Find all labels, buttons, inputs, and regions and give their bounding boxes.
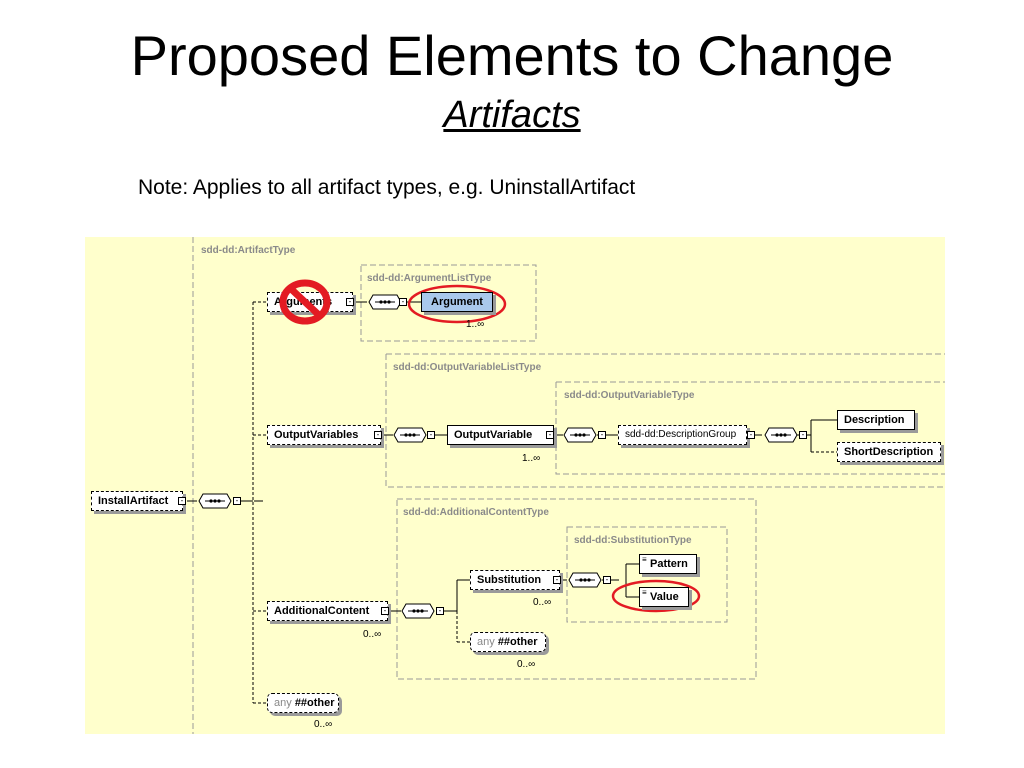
type-label-argument-list: sdd-dd:ArgumentListType: [367, 273, 492, 284]
element-install-artifact[interactable]: InstallArtifact: [91, 491, 183, 511]
expand-collapse-icon[interactable]: -: [346, 298, 354, 306]
element-value-label: Value: [650, 591, 679, 603]
any-prefix: any: [274, 697, 292, 709]
type-label-output-variable-list: sdd-dd:OutputVariableListType: [393, 362, 542, 373]
element-pattern-label: Pattern: [650, 558, 688, 570]
expand-collapse-icon[interactable]: -: [546, 431, 554, 439]
element-output-variables[interactable]: OutputVariables: [267, 425, 381, 445]
sequence-icon: [568, 572, 602, 588]
documentation-icon: ≡: [642, 588, 647, 597]
sequence-icon: [563, 427, 597, 443]
expand-collapse-icon[interactable]: -: [399, 298, 407, 306]
occurrence-additional-content: 0..∞: [363, 629, 382, 640]
element-additional-content[interactable]: AdditionalContent: [267, 601, 388, 621]
element-argument[interactable]: Argument: [421, 292, 493, 312]
type-label-output-variable: sdd-dd:OutputVariableType: [564, 390, 695, 401]
expand-collapse-icon[interactable]: -: [799, 431, 807, 439]
diagram-lines: [187, 237, 945, 734]
occurrence-substitution: 0..∞: [533, 597, 552, 608]
expand-collapse-icon[interactable]: -: [427, 431, 435, 439]
highlight-circle-icon: [611, 579, 701, 613]
expand-collapse-icon[interactable]: -: [381, 607, 389, 615]
slide-note: Note: Applies to all artifact types, e.g…: [138, 176, 636, 199]
element-short-description[interactable]: ShortDescription: [837, 442, 941, 462]
occurrence-argument: 1..∞: [466, 319, 485, 330]
expand-collapse-icon[interactable]: -: [747, 431, 755, 439]
expand-collapse-icon[interactable]: -: [436, 607, 444, 615]
slide-title: Proposed Elements to Change: [130, 24, 894, 87]
element-any-other-inner[interactable]: any ##other: [470, 632, 546, 652]
element-value[interactable]: ≡ Value: [639, 587, 689, 607]
occurrence-any-outer: 0..∞: [314, 719, 333, 730]
group-description[interactable]: sdd-dd:DescriptionGroup: [618, 425, 747, 445]
element-description[interactable]: Description: [837, 410, 915, 430]
schema-diagram: sdd-dd:ArtifactType sdd-dd:ArgumentListT…: [85, 237, 945, 734]
sequence-icon: [401, 603, 435, 619]
expand-collapse-icon[interactable]: -: [553, 576, 561, 584]
element-any-other-outer[interactable]: any ##other: [267, 693, 339, 713]
expand-collapse-icon[interactable]: -: [374, 431, 382, 439]
type-label-artifact: sdd-dd:ArtifactType: [201, 245, 296, 256]
sequence-icon: [198, 493, 232, 509]
sequence-icon: [393, 427, 427, 443]
element-substitution[interactable]: Substitution: [470, 570, 560, 590]
expand-collapse-icon[interactable]: -: [603, 576, 611, 584]
type-label-additional-content: sdd-dd:AdditionalContentType: [403, 507, 549, 518]
expand-collapse-icon[interactable]: -: [598, 431, 606, 439]
slide-subtitle: Artifacts: [443, 94, 581, 136]
expand-collapse-icon[interactable]: -: [178, 497, 186, 505]
occurrence-any-inner: 0..∞: [517, 659, 536, 670]
type-label-substitution: sdd-dd:SubstitutionType: [574, 535, 692, 546]
sequence-icon: [764, 427, 798, 443]
prohibited-icon: [279, 279, 331, 325]
occurrence-output-variable: 1..∞: [522, 453, 541, 464]
element-pattern[interactable]: ≡ Pattern: [639, 554, 697, 574]
highlight-circle-icon: [407, 284, 507, 324]
element-output-variable[interactable]: OutputVariable: [447, 425, 554, 445]
documentation-icon: ≡: [642, 555, 647, 564]
sequence-icon: [368, 294, 402, 310]
any-namespace: ##other: [497, 636, 538, 648]
any-namespace: ##other: [294, 697, 335, 709]
any-prefix: any: [477, 636, 495, 648]
expand-collapse-icon[interactable]: -: [233, 497, 241, 505]
